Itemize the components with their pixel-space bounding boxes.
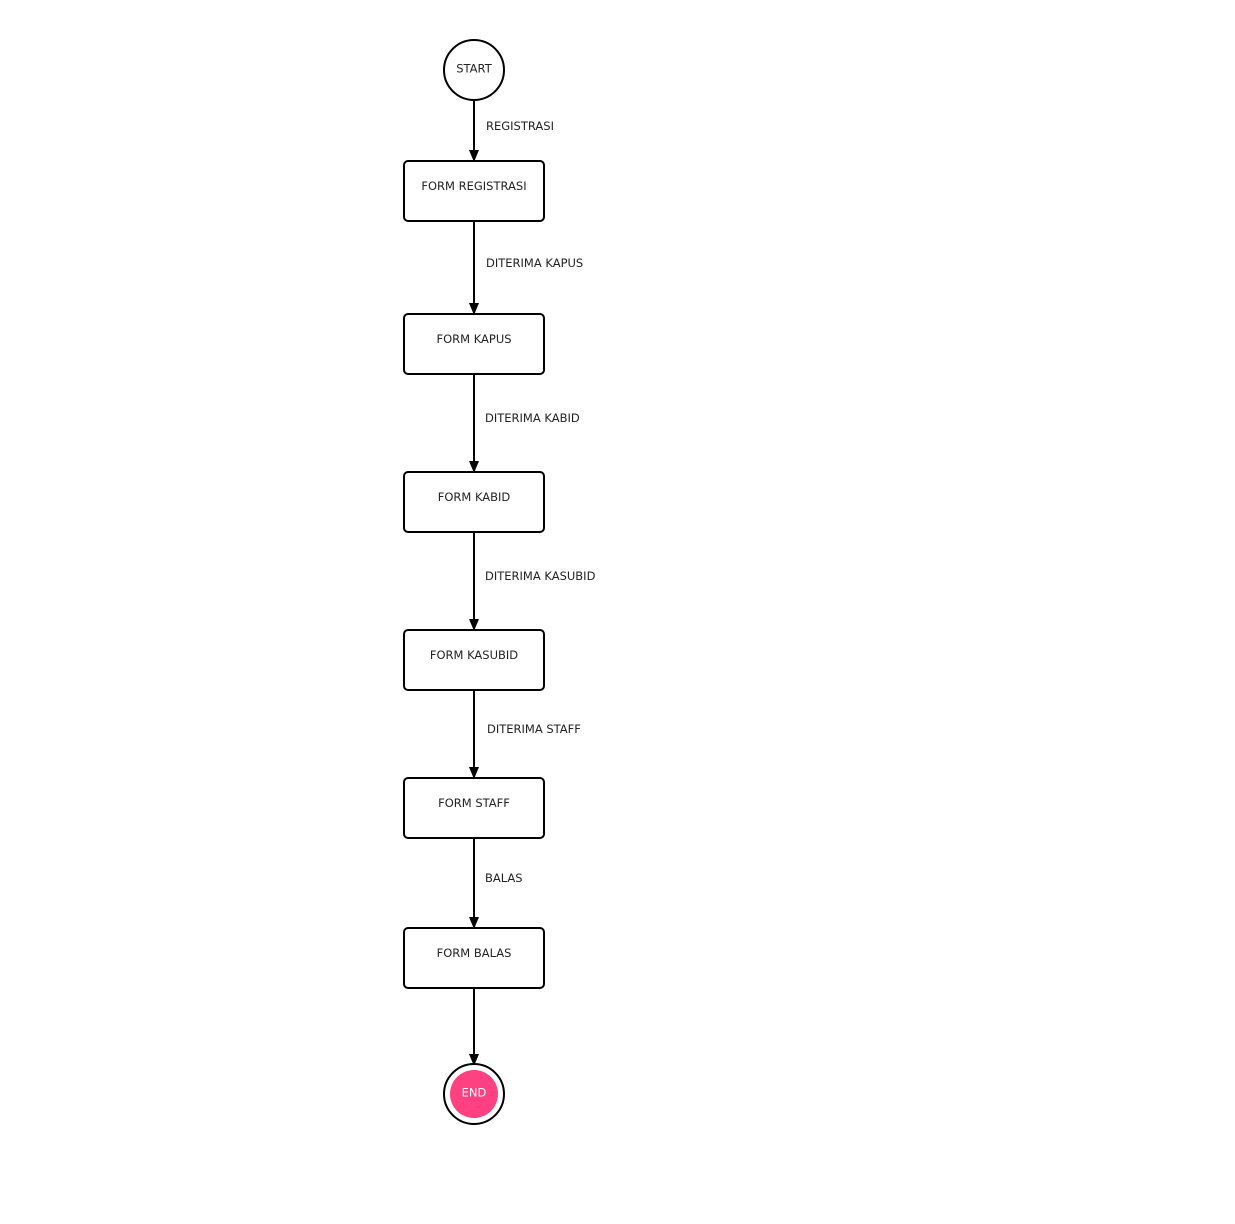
transition-registrasi[interactable]: REGISTRASI: [469, 100, 554, 162]
state-form-balas[interactable]: FORM BALAS: [403, 927, 545, 989]
state-form-kasubid[interactable]: FORM KASUBID: [403, 629, 545, 691]
state-form-kapus[interactable]: FORM KAPUS: [403, 313, 545, 375]
transition-label: DITERIMA KAPUS: [486, 256, 583, 270]
state-label: FORM KAPUS: [436, 332, 511, 346]
state-form-staff[interactable]: FORM STAFF: [403, 777, 545, 839]
transition-label: REGISTRASI: [486, 119, 554, 133]
transition-label: DITERIMA KABID: [485, 411, 580, 425]
start-label: START: [456, 62, 492, 76]
end-node[interactable]: END: [443, 1063, 505, 1125]
transition-diterima-kapus[interactable]: DITERIMA KAPUS: [469, 221, 583, 315]
transition-diterima-kabid[interactable]: DITERIMA KABID: [469, 374, 580, 473]
state-label: FORM KABID: [438, 490, 511, 504]
transition-balas[interactable]: BALAS: [469, 838, 523, 929]
transition-label: DITERIMA STAFF: [487, 722, 581, 736]
state-form-registrasi[interactable]: FORM REGISTRASI: [403, 160, 545, 222]
transition-diterima-staff[interactable]: DITERIMA STAFF: [469, 690, 581, 779]
transition-diterima-kasubid[interactable]: DITERIMA KASUBID: [469, 532, 596, 631]
end-label: END: [462, 1086, 487, 1100]
state-label: FORM BALAS: [437, 946, 512, 960]
state-label: FORM REGISTRASI: [421, 179, 526, 193]
state-form-kabid[interactable]: FORM KABID: [403, 471, 545, 533]
state-label: FORM KASUBID: [430, 648, 518, 662]
transition-label: BALAS: [485, 871, 523, 885]
end-node-fill: [450, 1070, 498, 1118]
state-label: FORM STAFF: [438, 796, 510, 810]
transition-label: DITERIMA KASUBID: [485, 569, 596, 583]
start-node[interactable]: START: [443, 39, 505, 101]
